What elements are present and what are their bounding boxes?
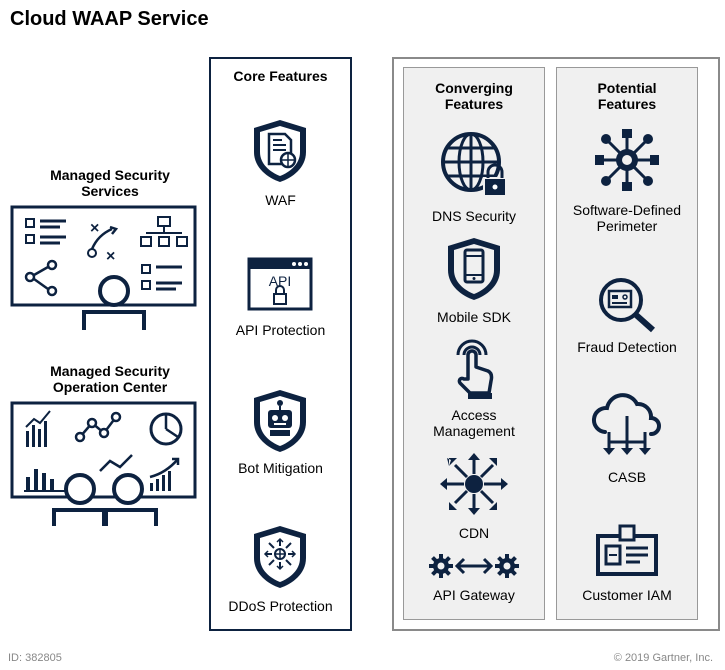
ddos-shield-icon [254,526,306,588]
potential-item-label: Customer IAM [582,587,672,603]
converging-item-label: Access Management [433,407,515,439]
document-id: ID: 382805 [8,652,62,664]
converging-item-label: API Gateway [433,587,515,603]
robot-shield-icon [254,390,306,452]
api-window-icon: API [247,257,313,311]
svg-text:×: × [106,248,115,265]
magnifier-card-icon [599,278,655,333]
converging-features-panel [403,67,545,620]
network-hub-icon [595,129,659,191]
core-features-heading: Core Features [233,68,328,84]
core-item-label: Bot Mitigation [238,460,323,476]
extended-features-frame [392,57,720,631]
converging-item-label: DNS Security [431,208,517,224]
api-icon-text: API [269,273,292,289]
mobile-shield-icon [448,238,500,300]
cdn-network-icon [440,453,508,515]
core-item-label: WAF [265,192,296,208]
globe-lock-icon [441,132,507,197]
potential-item-label: Fraud Detection [577,339,677,355]
gear-arrows-icon [429,554,519,578]
cloud-arrows-icon [592,393,661,455]
managed-security-services-icon: × × [10,205,197,330]
potential-features-heading: Potential Features [597,80,657,112]
svg-text:×: × [90,220,99,237]
core-features-panel [209,57,352,631]
mss-label: Managed Security Services [50,167,170,199]
converging-features-heading: Converging Features [435,80,513,112]
page-title: Cloud WAAP Service [10,8,209,30]
converging-item-label: Mobile SDK [437,309,511,325]
touch-access-icon [456,339,494,399]
shield-document-icon [254,120,306,182]
id-badge-icon [596,524,658,576]
converging-item-label: CDN [458,525,490,541]
copyright: © 2019 Gartner, Inc. [613,652,713,664]
security-operation-center-icon [10,401,197,526]
msoc-label: Managed Security Operation Center [50,363,170,395]
core-item-label: API Protection [235,322,326,338]
core-item-label: DDoS Protection [228,598,333,614]
potential-item-label: CASB [607,469,647,485]
potential-item-label: Software-Defined Perimeter [572,202,682,234]
